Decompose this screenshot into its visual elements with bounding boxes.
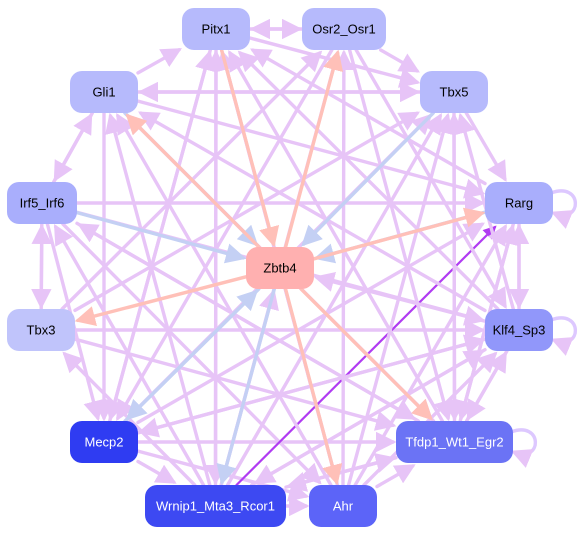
- node-label-wrnip1: Wrnip1_Mta3_Rcor1: [156, 499, 275, 514]
- node-osr2[interactable]: Osr2_Osr1: [302, 8, 386, 50]
- node-box-osr2[interactable]: [302, 8, 386, 50]
- edge-wrnip1-to-irf5: [54, 224, 206, 487]
- node-box-pitx1[interactable]: [182, 8, 250, 50]
- edge-klf4-to-wrnip1: [253, 348, 487, 484]
- edge-mecp2-to-zbtb4: [123, 289, 259, 423]
- edge-tbx5-to-zbtb4: [301, 111, 435, 247]
- node-box-mecp2[interactable]: [70, 421, 138, 463]
- node-label-tbx5: Tbx5: [440, 85, 469, 100]
- edge-osr2-to-klf4: [354, 48, 507, 309]
- edge-ahr-to-osr2: [333, 49, 355, 487]
- self-loops-layer: [510, 189, 577, 468]
- node-tbx5[interactable]: Tbx5: [420, 71, 488, 113]
- node-pitx1[interactable]: Pitx1: [182, 8, 250, 50]
- edge-zbtb4-to-gli1: [125, 113, 261, 249]
- node-gli1[interactable]: Gli1: [70, 71, 138, 113]
- edge-osr2-to-mecp2: [116, 48, 334, 421]
- edge-mecp2-to-rarg: [136, 222, 485, 425]
- node-box-tbx5[interactable]: [420, 71, 488, 113]
- node-box-ahr[interactable]: [309, 485, 377, 527]
- edge-zbtb4-to-tfdp1: [299, 287, 433, 421]
- node-klf4[interactable]: Klf4_Sp3: [485, 309, 553, 351]
- node-label-zbtb4: Zbtb4: [263, 261, 296, 276]
- edge-gli1-to-rarg: [136, 99, 486, 199]
- edge-zbtb4-to-wrnip1: [216, 287, 276, 486]
- node-label-irf5: Irf5_Irf6: [20, 196, 65, 211]
- node-label-tbx3: Tbx3: [27, 323, 56, 338]
- self-loop-rarg: [550, 189, 577, 229]
- edge-ahr-to-gli1: [116, 113, 333, 487]
- node-rarg[interactable]: Rarg: [485, 182, 553, 224]
- node-box-zbtb4[interactable]: [246, 247, 314, 289]
- node-box-rarg[interactable]: [485, 182, 553, 224]
- edge-mecp2-to-wrnip1: [136, 459, 177, 484]
- node-label-klf4: Klf4_Sp3: [493, 323, 546, 338]
- node-box-irf5[interactable]: [7, 182, 77, 224]
- node-box-klf4[interactable]: [485, 309, 553, 351]
- node-tbx3[interactable]: Tbx3: [7, 309, 75, 351]
- edge-wrnip1-to-tbx5: [225, 113, 442, 487]
- edge-pitx1-to-wrnip1: [205, 48, 226, 486]
- node-label-ahr: Ahr: [333, 499, 354, 514]
- edge-pitx1-to-zbtb4: [219, 48, 280, 248]
- edge-klf4-to-zbtb4: [313, 271, 487, 323]
- node-ahr[interactable]: Ahr: [309, 485, 377, 527]
- self-loop-tfdp1: [510, 428, 537, 468]
- node-box-wrnip1[interactable]: [145, 485, 286, 527]
- edge-klf4-to-gli1: [138, 111, 487, 313]
- node-mecp2[interactable]: Mecp2: [70, 421, 138, 463]
- edge-osr2-to-tbx5: [379, 48, 420, 73]
- edge-zbtb4-to-rarg: [312, 207, 486, 261]
- edge-wrnip1-to-rarg: [235, 225, 497, 487]
- node-tfdp1[interactable]: Tfdp1_Wt1_Egr2: [396, 421, 513, 463]
- node-irf5[interactable]: Irf5_Irf6: [7, 182, 77, 224]
- node-wrnip1[interactable]: Wrnip1_Mta3_Rcor1: [145, 485, 286, 527]
- edge-tbx5-to-rarg: [464, 111, 507, 182]
- edge-gli1-to-pitx1: [136, 48, 182, 75]
- edge-zbtb4-to-tbx3: [74, 275, 248, 327]
- node-label-mecp2: Mecp2: [84, 435, 123, 450]
- node-box-tfdp1[interactable]: [396, 421, 513, 463]
- edge-klf4-to-mecp2: [137, 337, 487, 438]
- edge-tbx3-to-irf5: [31, 223, 52, 311]
- node-box-gli1[interactable]: [70, 71, 138, 113]
- node-label-pitx1: Pitx1: [202, 22, 231, 37]
- node-label-tfdp1: Tfdp1_Wt1_Egr2: [405, 435, 503, 450]
- node-zbtb4[interactable]: Zbtb4: [246, 247, 314, 289]
- edge-zbtb4-to-ahr: [283, 287, 343, 486]
- edge-irf5-to-gli1: [52, 113, 93, 184]
- edge-tbx5-to-tfdp1: [444, 111, 465, 422]
- edge-tfdp1-to-wrnip1: [285, 456, 398, 492]
- edge-zbtb4-to-osr2: [283, 49, 344, 249]
- edge-ahr-to-tfdp1: [375, 464, 416, 489]
- node-label-osr2: Osr2_Osr1: [312, 22, 376, 37]
- self-loop-klf4: [550, 316, 577, 356]
- edge-irf5-to-zbtb4: [75, 210, 247, 264]
- node-box-tbx3[interactable]: [7, 309, 75, 351]
- edge-tbx3-to-tbx5: [73, 111, 420, 313]
- node-label-gli1: Gli1: [92, 85, 115, 100]
- node-label-rarg: Rarg: [505, 196, 533, 211]
- edge-tfdp1-to-irf5: [77, 223, 420, 423]
